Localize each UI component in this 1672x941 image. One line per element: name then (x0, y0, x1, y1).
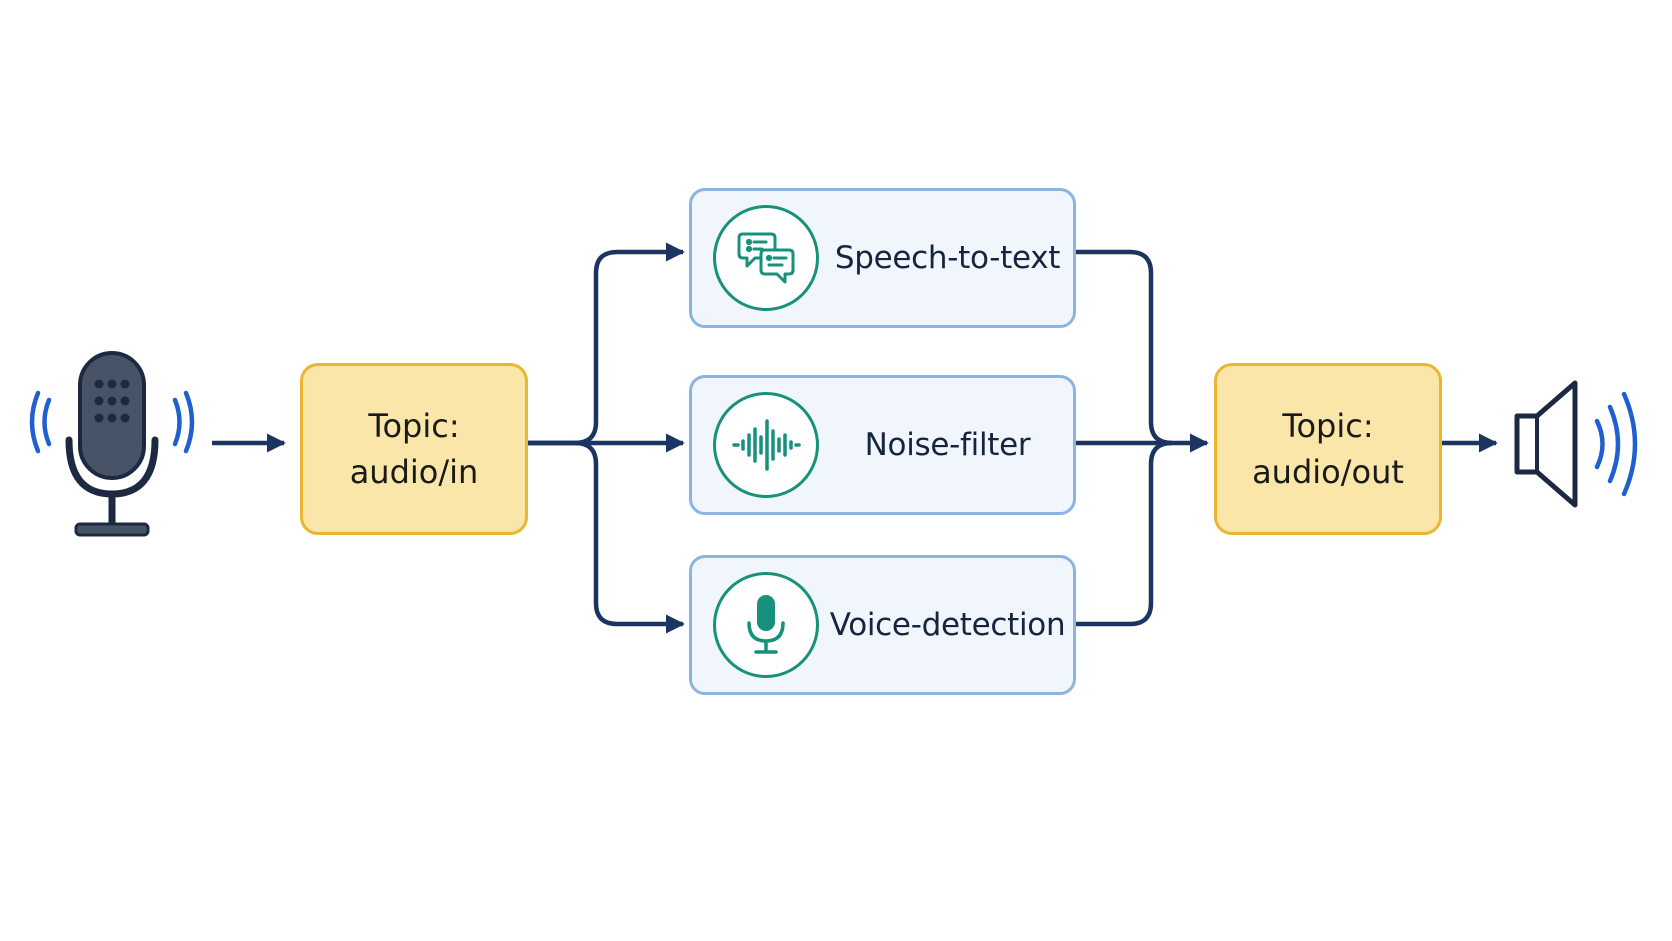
sound-waves-left-icon (29, 390, 195, 454)
voice-detection-label: Voice-detection (829, 607, 1066, 643)
chat-bubbles-icon (713, 205, 819, 311)
speech-to-text-label: Speech-to-text (834, 240, 1061, 276)
sound-waves-right-icon (1594, 391, 1638, 497)
input-topic-node: Topic: audio/in (300, 363, 528, 535)
voice-detection-node: Voice-detection (689, 555, 1076, 695)
input-topic-name: audio/in (349, 453, 479, 491)
input-topic-prefix: Topic: (368, 407, 460, 445)
sound-wave-icon (713, 392, 819, 498)
output-topic-node: Topic: audio/out (1214, 363, 1442, 535)
output-topic-name: audio/out (1252, 453, 1404, 491)
fan-in-connectors (1076, 249, 1209, 627)
microphone-icon (713, 572, 819, 678)
source-microphone-icon (65, 351, 159, 537)
fan-out-connectors (528, 242, 685, 634)
noise-filter-label: Noise-filter (864, 427, 1031, 463)
noise-filter-node: Noise-filter (689, 375, 1076, 515)
output-topic-prefix: Topic: (1282, 407, 1374, 445)
speech-to-text-node: Speech-to-text (689, 188, 1076, 328)
sink-speaker-icon (1514, 380, 1578, 508)
